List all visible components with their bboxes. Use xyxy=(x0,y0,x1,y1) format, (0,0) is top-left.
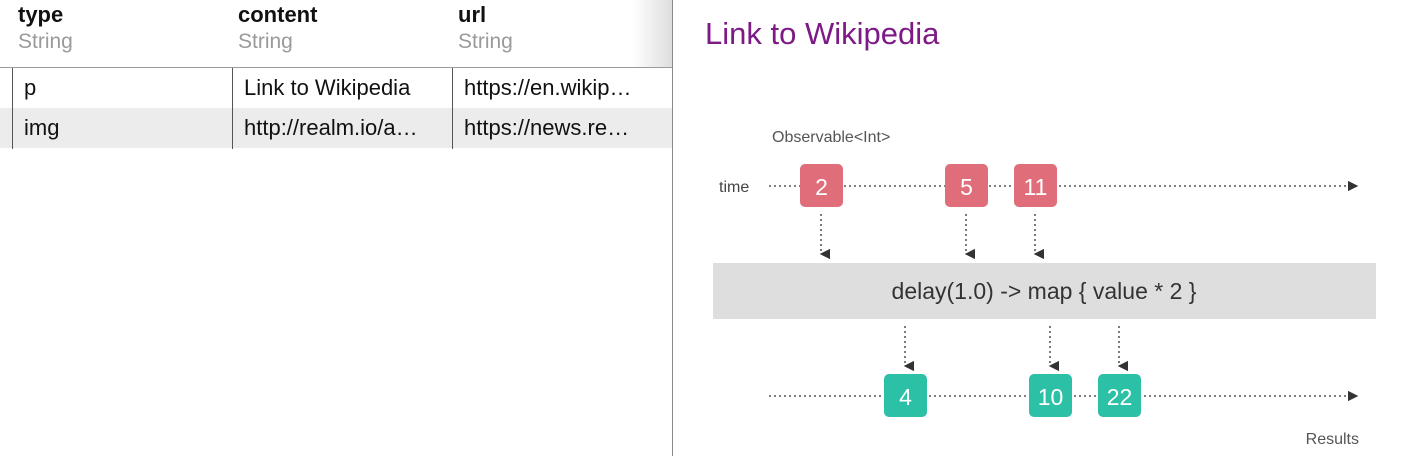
preview-pane: Link to Wikipedia Observable<Int> time 2… xyxy=(673,0,1422,456)
operator-box xyxy=(713,263,1376,319)
table-header: type String content String url String xyxy=(0,0,672,68)
input-marble: 11 xyxy=(1014,164,1057,207)
column-type: String xyxy=(458,30,513,53)
marble-diagram: Observable<Int> time 2 5 11 delay(1.0) -… xyxy=(713,129,1376,448)
svg-text:5: 5 xyxy=(960,174,973,200)
preview-title[interactable]: Link to Wikipedia xyxy=(705,16,940,51)
cell-content[interactable]: http://realm.io/a… xyxy=(244,115,418,140)
cell-type[interactable]: p xyxy=(24,75,37,100)
output-marble: 22 xyxy=(1098,374,1141,417)
svg-text:11: 11 xyxy=(1024,174,1048,200)
cell-type[interactable]: img xyxy=(24,115,60,140)
table-row[interactable]: img http://realm.io/a… https://news.re… xyxy=(0,108,672,148)
column-name: content xyxy=(238,2,318,27)
column-name: url xyxy=(458,2,487,27)
cell-url[interactable]: https://en.wikip… xyxy=(464,75,632,100)
pane-divider[interactable] xyxy=(672,0,673,456)
objects-table: type String content String url String p … xyxy=(0,0,672,456)
column-divider[interactable] xyxy=(452,68,453,149)
header-scroll-shadow xyxy=(632,0,672,67)
observable-label: Observable<Int> xyxy=(772,129,890,146)
output-marble: 4 xyxy=(884,374,927,417)
column-type: String xyxy=(18,30,73,53)
table-row[interactable]: p Link to Wikipedia https://en.wikip… xyxy=(0,68,672,108)
cell-url[interactable]: https://news.re… xyxy=(464,115,630,140)
svg-text:2: 2 xyxy=(815,174,828,200)
time-label: time xyxy=(719,179,749,196)
input-marble: 2 xyxy=(800,164,843,207)
svg-text:10: 10 xyxy=(1038,384,1064,410)
column-name: type xyxy=(18,2,64,27)
results-label: Results xyxy=(1306,431,1359,448)
input-marble: 5 xyxy=(945,164,988,207)
cell-content[interactable]: Link to Wikipedia xyxy=(244,75,411,100)
operator-label: delay(1.0) -> map { value * 2 } xyxy=(892,278,1197,304)
svg-text:22: 22 xyxy=(1107,384,1133,410)
output-marble: 10 xyxy=(1029,374,1072,417)
column-divider[interactable] xyxy=(232,68,233,149)
column-divider xyxy=(12,68,13,149)
svg-text:4: 4 xyxy=(899,384,912,410)
column-type: String xyxy=(238,30,293,53)
